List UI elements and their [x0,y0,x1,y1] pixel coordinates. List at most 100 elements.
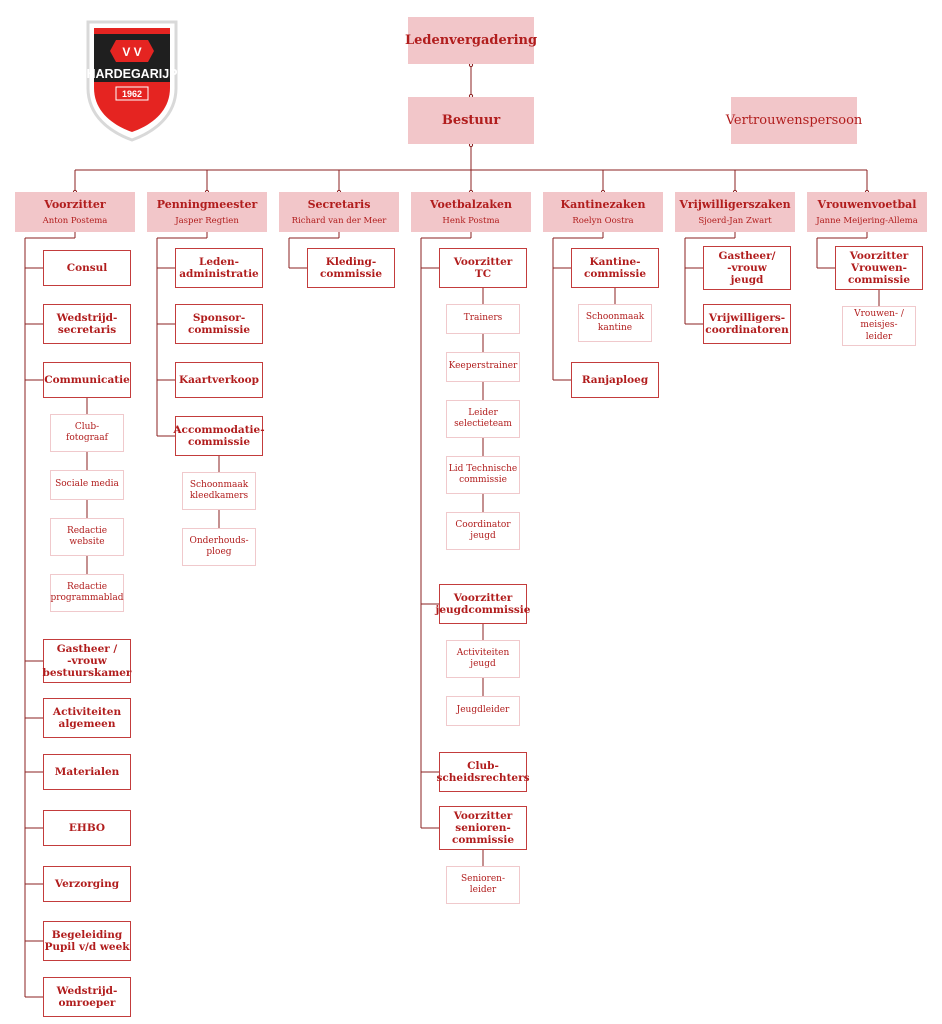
column-person: Sjoerd-Jan Zwart [698,216,772,226]
sub-role-redactie-website-label-line: Redactie [66,525,108,536]
committee-wedstrijd-omroeper-label-line: Wedstrijd- [56,985,118,997]
committee-voorzitter-tc-label-line: Voorzitter [453,256,513,268]
committee-ehbo: EHBO [43,810,131,846]
committee-leden-administratie-label-line: Leden- [198,256,240,268]
logo-initials: V V [122,45,141,59]
sub-role-vrouwen-meisjes-leider-label-line: meisjes- [860,320,898,331]
sub-role-club-fotograaf-label-line: Club- [74,421,100,432]
committee-consul: Consul [43,250,131,286]
committee-wedstrijd-omroeper-label-line: omroeper [58,997,116,1009]
committee-voorzitter-senioren-commissie-label-line: Voorzitter [453,810,513,822]
logo-year: 1962 [122,89,142,99]
committee-verzorging: Verzorging [43,866,131,902]
sub-role-leider-selectieteam-label-line: selectieteam [454,419,512,429]
sub-role-sociale-media: Sociale media [50,470,124,500]
committee-gastheer-vrouw-jeugd-label-line: Gastheer/ [718,250,776,262]
committee-sponsor-commissie-label-line: Sponsor- [192,312,246,324]
committee-voorzitter-jeugdcommissie-label-line: jeugdcommissie [435,604,531,616]
sub-role-senioren-leider-label-line: leider [469,885,497,895]
column-title: Voetbalzaken [430,198,512,211]
sub-role-lid-technische-commissie-label-line: Lid Technische [448,463,518,474]
committee-vrijwilligers-coordinatoren: Vrijwilligers-coordinatoren [703,304,791,344]
committee-activiteiten-algemeen-label-line: Activiteiten [52,706,122,718]
column-title: Kantinezaken [560,198,646,211]
committee-vrijwilligers-coordinatoren-label-line: Vrijwilligers- [708,312,786,324]
committee-voorzitter-senioren-commissie-label-line: commissie [451,834,515,846]
sub-role-redactie-programmablad-label-line: programmablad [50,593,124,603]
committee-begeleiding-pupil-v-d-week-label-line: Pupil v/d week [44,941,130,953]
committee-kleding-commissie-label-line: commissie [319,268,383,280]
column-title: Voorzitter [44,198,106,211]
committee-vrijwilligers-coordinatoren-label-line: coordinatoren [705,324,789,336]
sub-role-schoonmaak-kantine-label-line: kantine [597,323,633,333]
ledenvergadering-box: Ledenvergadering [404,17,538,64]
sub-role-club-fotograaf: Club-fotograaf [50,414,124,452]
committee-kaartverkoop: Kaartverkoop [175,362,263,398]
column-title: Vrouwenvoetbal [817,198,917,211]
sub-role-club-fotograaf-label-line: fotograaf [66,433,108,443]
sub-role-senioren-leider: Senioren-leider [446,866,520,904]
committee-gastheer-vrouw-bestuurskamer-label-line: bestuurskamer [42,667,132,679]
committee-wedstrijd-secretaris: Wedstrijd-secretaris [43,304,131,344]
committee-materialen-label-line: Materialen [54,766,120,778]
committee-sponsor-commissie-label-line: commissie [187,324,251,336]
sub-role-trainers: Trainers [446,304,520,334]
logo-club-name: HARDEGARIJP [87,67,178,81]
column-person: Janne Meijering-Allema [816,216,918,226]
sub-role-lid-technische-commissie-label-line: commissie [459,475,507,485]
column-title: Penningmeester [156,198,258,211]
committee-kantine-commissie-label-line: Kantine- [589,256,641,268]
sub-role-coordinator-jeugd-label-line: Coordinator [455,519,511,530]
committee-communicatie: Communicatie [43,362,131,398]
sub-role-vrouwen-meisjes-leider-label-line: leider [865,331,893,342]
committee-accommodatie-commissie-label-line: commissie [187,436,251,448]
sub-role-onderhouds-ploeg-label-line: Onderhouds- [189,535,249,546]
sub-role-onderhouds-ploeg-label-line: ploeg [206,547,232,557]
committee-activiteiten-algemeen-label-line: algemeen [58,718,116,730]
column-person: Jasper Regtien [175,216,239,226]
ledenvergadering-label: Ledenvergadering [404,33,538,48]
committee-kantine-commissie: Kantine-commissie [571,248,659,288]
committee-kantine-commissie-label-line: commissie [583,268,647,280]
committee-voorzitter-vrouwen-commissie-label-line: commissie [847,274,911,286]
column-person: Richard van der Meer [291,216,387,226]
sub-role-activiteiten-jeugd-label-line: jeugd [470,659,496,669]
committee-kleding-commissie-label-line: Kleding- [325,256,377,268]
sub-role-schoonmaak-kantine-label-line: Schoonmaak [585,311,645,322]
sub-role-redactie-programmablad-label-line: Redactie [66,581,108,592]
committee-leden-administratie-label-line: administratie [179,268,259,280]
committee-voorzitter-vrouwen-commissie-label-line: Voorzitter [849,250,909,262]
committee-ehbo-label-line: EHBO [68,822,106,834]
committee-club-scheidsrechters-label-line: Club- [467,760,499,772]
sub-role-activiteiten-jeugd-label-line: Activiteiten [456,647,510,658]
committee-gastheer-vrouw-bestuurskamer-label-line: Gastheer / [56,643,118,655]
sub-role-redactie-website-label-line: website [69,537,105,547]
vertrouwenspersoon-label: Vertrouwenspersoon [725,113,863,128]
sub-role-jeugdleider: Jeugdleider [446,696,520,726]
committee-ranjaploeg: Ranjaploeg [571,362,659,398]
committee-ranjaploeg-label-line: Ranjaploeg [581,374,649,386]
committee-communicatie-label-line: Communicatie [44,374,130,386]
committee-sponsor-commissie: Sponsor-commissie [175,304,263,344]
column-person: Anton Postema [42,216,108,226]
committee-verzorging-label-line: Verzorging [54,878,120,890]
bestuur-box: Bestuur [408,97,534,144]
club-logo: V V HARDEGARIJP 1962 [82,18,182,142]
sub-role-keeperstrainer: Keeperstrainer [446,352,520,382]
